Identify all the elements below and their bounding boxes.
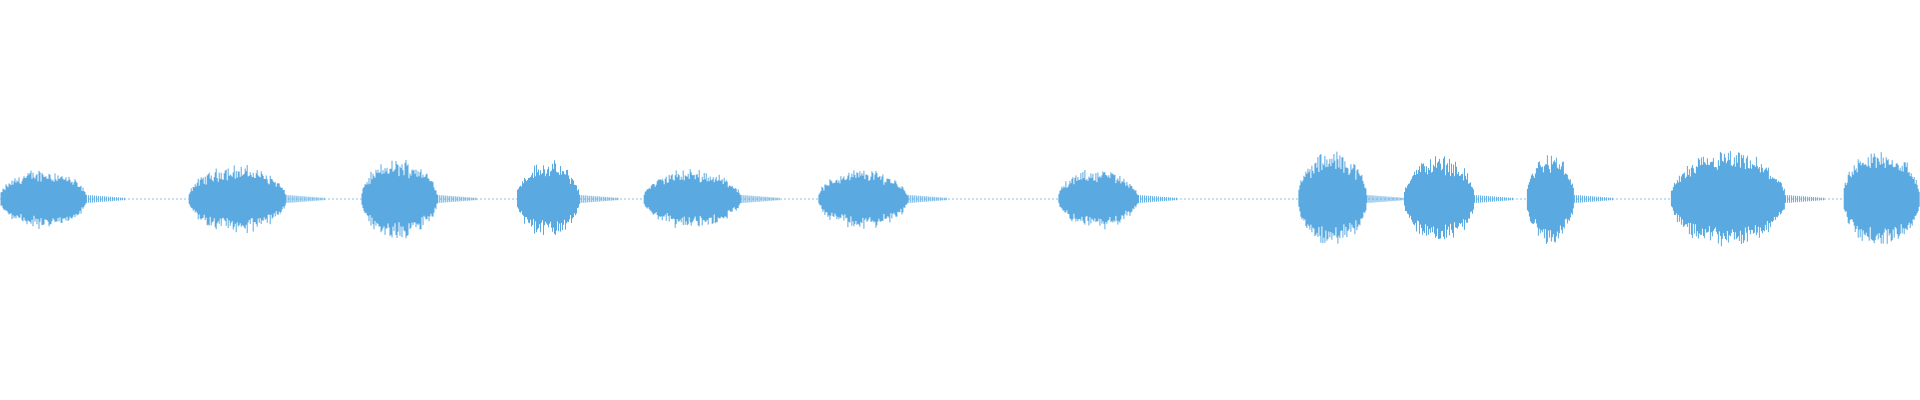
- waveform-burst-strokes: [0, 170, 87, 229]
- waveform-burst-tail: [1573, 195, 1613, 203]
- waveform-burst-strokes: [1670, 151, 1786, 247]
- waveform-burst-strokes: [1058, 170, 1139, 230]
- waveform-burst: [188, 165, 325, 233]
- waveform-burst-strokes: [361, 160, 438, 239]
- waveform-burst-tail: [1366, 195, 1406, 203]
- waveform-burst-strokes: [1404, 156, 1475, 240]
- waveform-bursts: [0, 151, 1920, 247]
- waveform-burst: [1404, 156, 1514, 240]
- waveform-burst-strokes: [818, 170, 909, 229]
- waveform-burst-tail: [85, 195, 125, 203]
- waveform-burst-tail: [1785, 195, 1825, 203]
- waveform-burst: [1298, 151, 1406, 244]
- waveform-burst-tail: [740, 195, 780, 203]
- waveform-burst-tail: [579, 195, 619, 203]
- waveform-burst: [818, 170, 947, 229]
- waveform-burst-tail: [1138, 195, 1178, 203]
- waveform-burst: [0, 170, 125, 229]
- waveform-burst-strokes: [1526, 155, 1574, 244]
- waveform-burst-tail: [907, 195, 947, 203]
- waveform-burst-tail: [285, 195, 325, 203]
- waveform-burst-strokes: [1843, 152, 1920, 244]
- waveform-burst-strokes: [643, 169, 741, 228]
- waveform-burst: [361, 160, 477, 239]
- waveform-burst: [517, 160, 619, 235]
- waveform-burst-strokes: [188, 165, 286, 233]
- waveform-burst: [1526, 155, 1613, 244]
- waveform-burst-tail: [437, 195, 477, 203]
- waveform-burst: [643, 169, 780, 228]
- waveform-burst: [1670, 151, 1825, 247]
- waveform-burst-strokes: [517, 160, 580, 235]
- waveform-burst: [1058, 170, 1178, 230]
- waveform-burst: [1843, 152, 1920, 244]
- waveform-burst-tail: [1474, 195, 1514, 203]
- waveform-burst-strokes: [1298, 151, 1368, 244]
